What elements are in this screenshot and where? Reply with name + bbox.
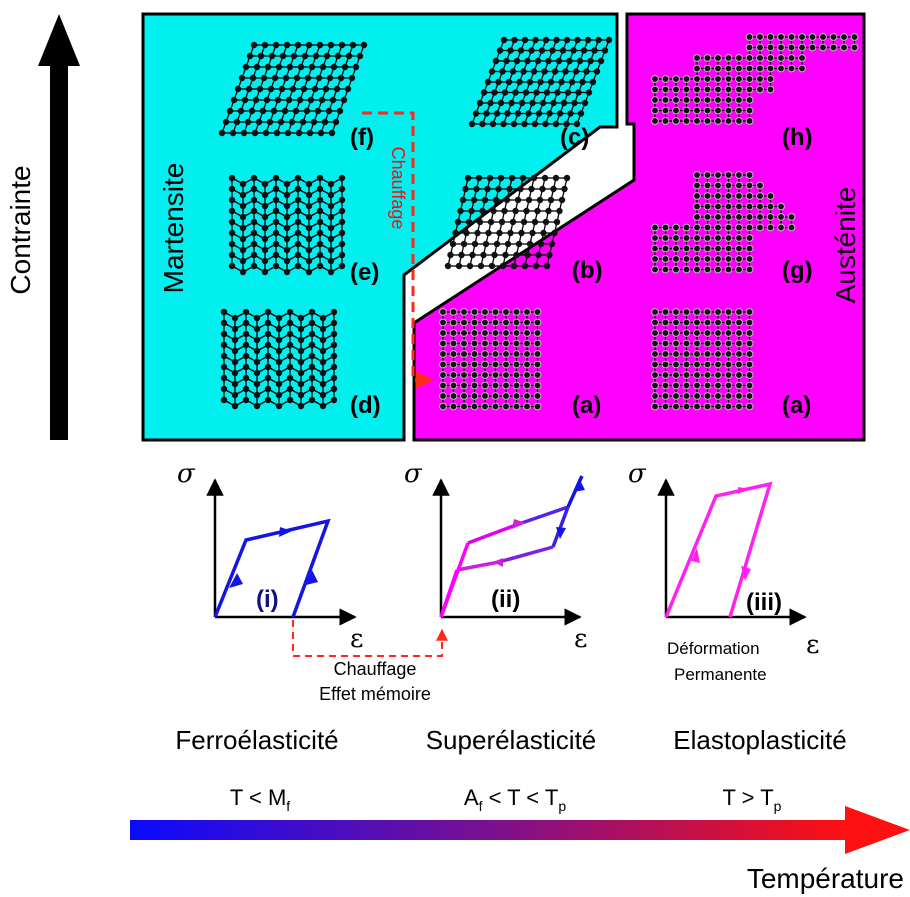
label-a-right: (a) <box>782 392 811 419</box>
curve-i-sigma: σ <box>177 459 196 489</box>
permanent-deformation-line2: Permanente <box>674 665 767 684</box>
label-f: (f) <box>350 124 374 151</box>
label-d: (d) <box>350 392 381 419</box>
temp-range-super: Af < T < Tp <box>464 785 566 814</box>
curve-ii-sigma: σ <box>404 459 423 489</box>
label-c: (c) <box>560 124 589 151</box>
temp-range-ferro: T < Mf <box>230 785 290 814</box>
lattice-a-right <box>651 308 754 411</box>
label-b: (b) <box>572 257 603 284</box>
curve-i-label: (i) <box>256 586 279 613</box>
lattice-a-center <box>439 308 542 411</box>
label-e: (e) <box>350 259 379 286</box>
temperature-label: Température <box>747 863 904 894</box>
lattice-e <box>228 174 346 276</box>
regime-super: Superélasticité <box>426 725 597 755</box>
curve-ii-label: (ii) <box>491 586 520 613</box>
memory-heating-label: Chauffage <box>334 659 417 679</box>
curve-ii-epsilon: ε <box>574 624 587 654</box>
curve-iii-plot <box>657 478 807 626</box>
heating-label: Chauffage <box>388 147 408 230</box>
curve-ii-plot <box>432 475 585 626</box>
label-g: (g) <box>782 257 813 284</box>
regime-ferro: Ferroélasticité <box>175 725 338 755</box>
stress-axis-arrow <box>38 14 80 440</box>
curve-i-epsilon: ε <box>350 624 363 654</box>
lattice-c <box>468 36 613 128</box>
memory-effect-path <box>292 620 448 657</box>
label-h: (h) <box>782 124 813 151</box>
lattice-d <box>220 308 338 410</box>
lattice-b <box>444 174 571 270</box>
martensite-label: Martensite <box>158 163 189 294</box>
lattice-h <box>651 33 859 125</box>
curve-iii-label: (iii) <box>746 589 782 616</box>
curve-i-plot <box>206 478 357 626</box>
lattice-g <box>651 171 796 274</box>
stress-axis-label: Contrainte <box>5 165 36 294</box>
permanent-deformation-line1: Déformation <box>667 639 760 658</box>
temperature-arrow <box>130 806 910 854</box>
label-a-center: (a) <box>572 392 601 419</box>
curve-iii-epsilon: ε <box>806 630 819 660</box>
curve-iii-sigma: σ <box>628 459 647 489</box>
lattice-f <box>218 41 368 137</box>
memory-effect-label: Effet mémoire <box>319 684 431 704</box>
austenite-label: Austénite <box>830 187 861 304</box>
regime-elasto: Elastoplasticité <box>673 725 846 755</box>
temp-range-elasto: T > Tp <box>723 785 782 814</box>
heating-path <box>362 111 434 389</box>
